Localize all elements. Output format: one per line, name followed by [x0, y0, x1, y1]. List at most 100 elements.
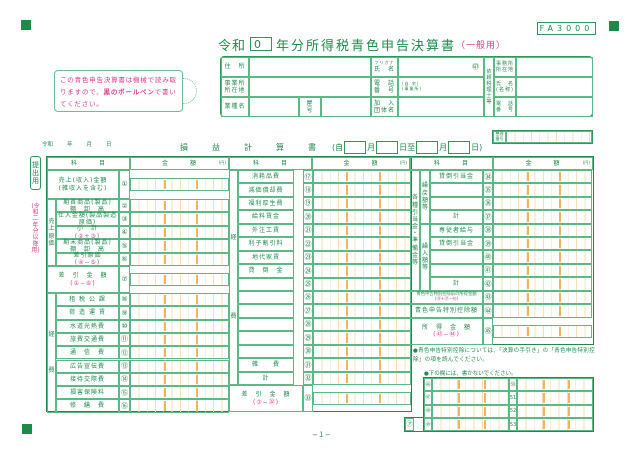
row-13-amount[interactable] — [130, 359, 229, 373]
row-7-label-text: 差 引 金 額 — [58, 272, 108, 280]
row-14-amount[interactable] — [130, 372, 229, 387]
row-1-amount[interactable] — [130, 178, 229, 191]
row-44-amount[interactable] — [493, 304, 592, 318]
row-37-number: ㊲ — [483, 210, 493, 224]
digit-separator — [526, 306, 529, 316]
row-3-number: ③ — [119, 212, 130, 226]
row-28-amount[interactable] — [313, 317, 411, 332]
row-6-amount[interactable] — [130, 252, 229, 266]
office-code-field[interactable] — [432, 391, 509, 405]
row-41-amount[interactable] — [493, 263, 592, 278]
row-30-amount[interactable] — [313, 344, 411, 359]
row-31-amount[interactable] — [313, 358, 411, 372]
phone-field[interactable]: (自 宅)(事業所) — [398, 77, 484, 97]
office-code-field[interactable] — [517, 378, 593, 392]
row-15-amount[interactable] — [130, 386, 229, 400]
trade-name-field[interactable] — [321, 97, 371, 117]
row-43-label: 青色申告特別控除前の所得金額(㉝+㊲−㊷) — [410, 290, 483, 305]
row-23-number: ㉓ — [303, 250, 313, 265]
office-code-field[interactable] — [432, 417, 509, 432]
to-day-input[interactable] — [448, 140, 471, 154]
association-field[interactable] — [398, 97, 484, 117]
row-35-amount[interactable] — [493, 183, 592, 197]
row-12-amount[interactable] — [130, 346, 229, 360]
row-36-amount[interactable] — [493, 196, 592, 211]
reference-number-input[interactable] — [506, 131, 592, 143]
row-38-amount[interactable] — [493, 223, 592, 237]
digit-separator — [559, 172, 562, 182]
row-19-amount[interactable] — [313, 196, 411, 211]
business-address-field[interactable] — [249, 77, 371, 97]
period-month2-label: 月 — [439, 142, 448, 152]
row-39-amount[interactable] — [493, 237, 592, 251]
office-code-field[interactable] — [432, 378, 509, 392]
yen-unit: (円) — [582, 160, 590, 166]
name-field[interactable]: ㊞ — [398, 57, 484, 77]
row-37-amount[interactable] — [493, 210, 592, 224]
row-4-amount[interactable] — [130, 225, 229, 240]
row-23-amount[interactable] — [313, 250, 411, 265]
row-32-amount[interactable] — [313, 371, 411, 386]
ta-phone-field[interactable] — [516, 97, 593, 117]
row-21-amount[interactable] — [313, 223, 411, 238]
row-11-label-text: 旅費交通費 — [69, 335, 105, 343]
notice-text-end: で書いてください。 — [60, 88, 177, 108]
row-2-amount[interactable] — [130, 199, 229, 213]
office-code-field[interactable] — [432, 404, 509, 418]
row-3-amount[interactable] — [130, 212, 229, 226]
row-7-amount[interactable] — [130, 273, 229, 286]
row-22-label-text: 利子割引料 — [248, 240, 284, 248]
row-43-amount[interactable] — [493, 290, 592, 305]
row-17-amount[interactable] — [313, 170, 411, 184]
row-33-amount[interactable] — [313, 392, 411, 406]
row-45-amount[interactable] — [493, 324, 592, 338]
office-code-field[interactable] — [517, 391, 593, 405]
row-18-amount[interactable] — [313, 183, 411, 197]
office-code-field[interactable] — [517, 417, 593, 432]
address-field[interactable] — [249, 57, 371, 77]
row-5-amount[interactable] — [130, 239, 229, 253]
row-9-amount[interactable] — [130, 306, 229, 320]
row-16-amount[interactable] — [130, 399, 229, 413]
from-day-input[interactable] — [376, 140, 399, 154]
row-42-amount[interactable] — [493, 277, 592, 291]
row-26-amount[interactable] — [313, 290, 411, 305]
row-33-label-text: 差 引 金 額 — [241, 391, 291, 399]
ta-name-field[interactable] — [516, 77, 593, 97]
digit-separator — [196, 241, 199, 251]
row-27-amount[interactable] — [313, 304, 411, 318]
row-10-amount[interactable] — [130, 319, 229, 333]
digit-separator — [526, 198, 529, 209]
office-code-field[interactable] — [517, 404, 593, 418]
digit-separator — [346, 333, 349, 343]
row-24-label: 貸 倒 金 — [238, 264, 294, 278]
industry-field[interactable] — [249, 97, 299, 117]
row-8-amount[interactable] — [130, 293, 229, 307]
row-24-amount[interactable] — [313, 264, 411, 278]
year-input[interactable]: 0 — [250, 37, 273, 51]
row-23-label-text: 地代家賃 — [251, 253, 280, 261]
row-34-amount[interactable] — [493, 170, 592, 184]
row-1-label-text: 売上(収入)金額 (雑収入を含む) — [58, 177, 108, 192]
digit-separator — [559, 185, 562, 195]
row-6-label: 差引原価(④−⑤) — [56, 252, 119, 266]
row-19-label-text: 福利厚生費 — [248, 200, 284, 207]
ta-office-field[interactable] — [516, 57, 593, 77]
row-40-amount[interactable] — [493, 250, 592, 264]
to-month-input[interactable] — [416, 140, 439, 154]
yen-unit: (円) — [218, 160, 226, 166]
from-month-input[interactable] — [344, 140, 367, 154]
row-38-label: 専従者給与 — [430, 223, 483, 237]
row-17-number: ⑰ — [303, 170, 313, 184]
row-29-amount[interactable] — [313, 331, 411, 345]
digit-separator — [559, 252, 562, 262]
row-18-number: ⑱ — [303, 183, 313, 197]
row-15-number: ⑮ — [119, 386, 130, 400]
row-39-label-text: 貸倒引当金 — [438, 240, 474, 248]
allowance-group-label: 各 種 引 当 金 ・ 準 備 金 等 — [410, 170, 420, 291]
row-25-amount[interactable] — [313, 277, 411, 291]
row-22-amount[interactable] — [313, 237, 411, 251]
row-20-amount[interactable] — [313, 210, 411, 224]
row-11-amount[interactable] — [130, 332, 229, 347]
digit-separator — [163, 374, 166, 385]
